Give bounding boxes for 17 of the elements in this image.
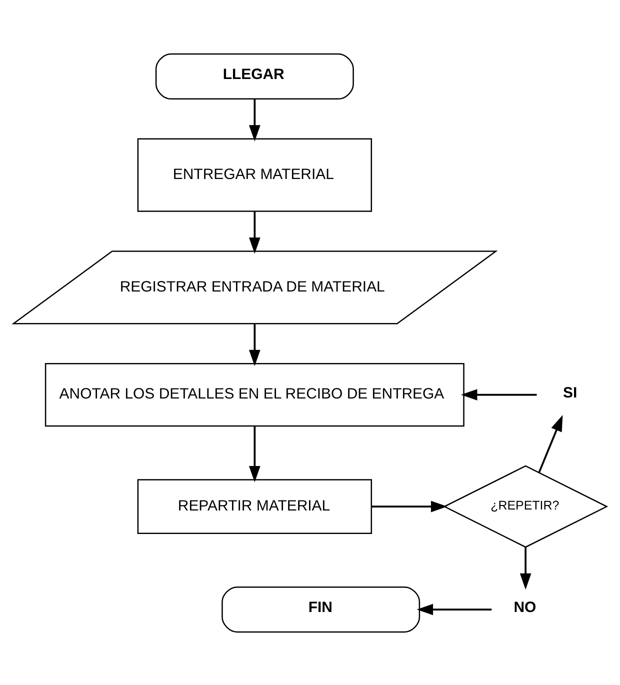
node-box: LLEGAR <box>155 52 354 100</box>
node-box: ENTREGAR MATERIAL <box>137 138 372 212</box>
arrow <box>416 603 492 615</box>
arrow <box>248 211 260 254</box>
node-diamond: ¿REPETIR? <box>443 464 608 548</box>
arrow <box>372 500 448 512</box>
arrow <box>248 98 260 141</box>
arrow <box>520 547 532 590</box>
arrow <box>248 324 260 366</box>
arrow <box>538 414 563 472</box>
arrow <box>248 426 260 482</box>
arrow <box>460 388 537 400</box>
node-box: REPARTIR MATERIAL <box>137 478 372 534</box>
node-box: ANOTAR LOS DETALLES EN EL RECIBO DE ENTREGA <box>44 362 464 426</box>
node-box: FIN <box>222 586 420 632</box>
node-text: NO <box>514 598 536 616</box>
node-text: SI <box>563 384 578 401</box>
